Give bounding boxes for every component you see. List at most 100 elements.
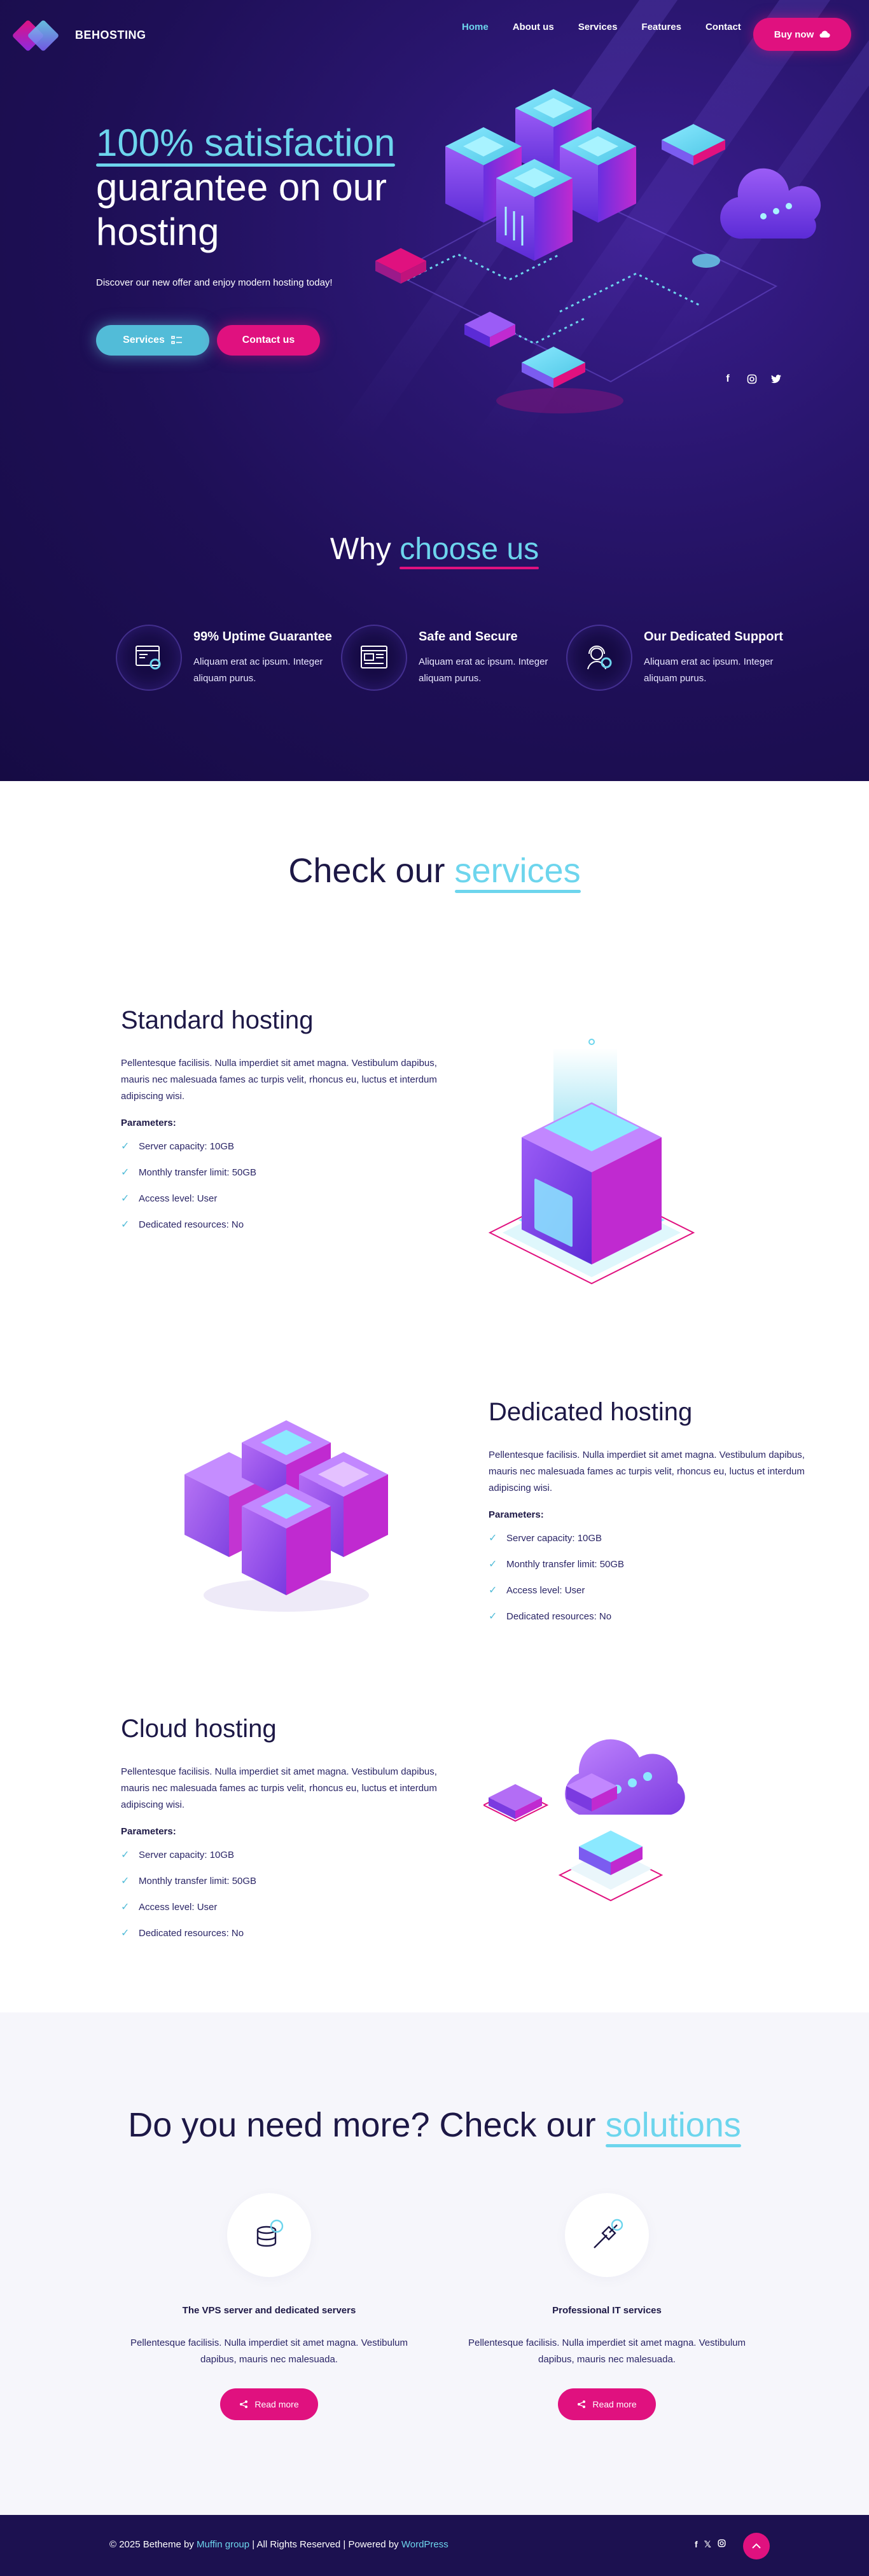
check-icon: ✓ bbox=[121, 1141, 130, 1152]
tools-icon bbox=[565, 2193, 649, 2277]
check-icon: ✓ bbox=[121, 1902, 130, 1913]
why-item-title: Safe and Secure bbox=[419, 630, 518, 644]
params-list: ✓Server capacity: 10GB ✓Monthly transfer… bbox=[489, 1532, 807, 1624]
nav-features[interactable]: Features bbox=[641, 22, 681, 32]
param-text: Monthly transfer limit: 50GB bbox=[506, 1559, 625, 1570]
back-to-top-button[interactable] bbox=[743, 2533, 770, 2559]
services-button[interactable]: Services bbox=[96, 325, 209, 356]
hero-subtitle: Discover our new offer and enjoy modern … bbox=[96, 277, 333, 288]
hero-buttons: Services Contact us bbox=[96, 325, 452, 356]
copyright-text: © 2025 Betheme by Muffin group | All Rig… bbox=[109, 2539, 448, 2550]
why-item-title: 99% Uptime Guarantee bbox=[193, 630, 332, 644]
service-dedicated-hosting: Dedicated hosting Pellentesque facilisis… bbox=[489, 1398, 807, 1636]
why-item-support: Our Dedicated Support Aliquam erat ac ip… bbox=[567, 626, 793, 689]
hero-title-highlight: 100% satisfaction bbox=[96, 121, 396, 167]
read-more-label: Read more bbox=[592, 2399, 637, 2409]
solutions-title-plain: Do you need more? Check our bbox=[128, 2106, 596, 2144]
browser-gear-icon bbox=[117, 626, 181, 689]
params-label: Parameters: bbox=[489, 1509, 544, 1520]
browser-window-icon bbox=[342, 626, 406, 689]
chevron-up-icon bbox=[752, 2543, 761, 2549]
brand-name: BEHOSTING bbox=[75, 28, 146, 41]
param-text: Dedicated resources: No bbox=[139, 1928, 244, 1939]
buy-now-button[interactable]: Buy now bbox=[753, 18, 851, 51]
list-item: ✓Dedicated resources: No bbox=[489, 1610, 807, 1624]
why-title-plain: Why bbox=[330, 532, 391, 566]
standard-server-illustration bbox=[488, 1039, 695, 1285]
param-text: Dedicated resources: No bbox=[139, 1219, 244, 1230]
params-label: Parameters: bbox=[121, 1826, 176, 1837]
service-description: Pellentesque facilisis. Nulla imperdiet … bbox=[489, 1450, 805, 1493]
check-icon: ✓ bbox=[121, 1193, 130, 1204]
solution-text: Pellentesque facilisis. Nulla imperdiet … bbox=[468, 2337, 746, 2365]
list-item: ✓ Dedicated resources: No bbox=[121, 1927, 439, 1941]
site-logo[interactable]: BEHOSTING bbox=[11, 19, 146, 52]
solution-title: The VPS server and dedicated servers bbox=[182, 2305, 356, 2316]
check-icon: ✓ bbox=[121, 1219, 130, 1230]
params-list: ✓Server capacity: 10GB ✓Monthly transfer… bbox=[121, 1848, 439, 1941]
dedicated-server-illustration bbox=[184, 1420, 388, 1612]
param-text: Server capacity: 10GB bbox=[506, 1533, 602, 1544]
facebook-icon[interactable]: f bbox=[695, 2539, 698, 2549]
solution-text: Pellentesque facilisis. Nulla imperdiet … bbox=[130, 2337, 408, 2365]
x-twitter-icon[interactable]: 𝕏 bbox=[704, 2539, 711, 2549]
service-title: Dedicated hosting bbox=[489, 1398, 693, 1426]
services-title: Check our services bbox=[0, 851, 869, 893]
service-description: Pellentesque facilisis. Nulla imperdiet … bbox=[121, 1058, 437, 1102]
list-item: ✓ Access level: User bbox=[121, 1192, 439, 1206]
list-item: ✓Monthly transfer limit: 50GB bbox=[121, 1166, 439, 1180]
why-item-text: Aliquam erat ac ipsum. Integer aliquam p… bbox=[419, 656, 548, 684]
param-text: Dedicated resources: No bbox=[506, 1611, 612, 1622]
instagram-icon[interactable] bbox=[718, 2539, 726, 2550]
services-section: Check our services Standard hosting Pell… bbox=[0, 781, 869, 2012]
services-title-highlight: services bbox=[454, 852, 581, 893]
list-item: ✓Access level: User bbox=[121, 1901, 439, 1915]
check-icon: ✓ bbox=[121, 1928, 130, 1939]
read-more-button[interactable]: Read more bbox=[220, 2388, 318, 2420]
hero-section: BEHOSTING Home About us Services Feature… bbox=[0, 0, 869, 781]
hero-copy: 100% satisfaction guarantee on our hosti… bbox=[96, 121, 452, 356]
check-icon: ✓ bbox=[489, 1585, 497, 1596]
contact-us-label: Contact us bbox=[242, 335, 295, 345]
share-icon bbox=[578, 2400, 586, 2408]
hero-title: 100% satisfaction guarantee on our hosti… bbox=[96, 121, 452, 254]
nav-home[interactable]: Home bbox=[462, 22, 489, 32]
why-item-text: Aliquam erat ac ipsum. Integer aliquam p… bbox=[193, 656, 323, 684]
param-text: Access level: User bbox=[506, 1585, 585, 1596]
check-icon: ✓ bbox=[489, 1559, 497, 1570]
read-more-button[interactable]: Read more bbox=[558, 2388, 656, 2420]
solution-vps: The VPS server and dedicated servers Pel… bbox=[116, 2193, 422, 2420]
service-cloud-hosting: Cloud hosting Pellentesque facilisis. Nu… bbox=[121, 1715, 439, 1953]
solution-it-services: Professional IT services Pellentesque fa… bbox=[454, 2193, 760, 2420]
support-agent-icon bbox=[567, 626, 631, 689]
solutions-title-highlight: solutions bbox=[605, 2106, 741, 2147]
param-text: Server capacity: 10GB bbox=[139, 1141, 235, 1152]
why-item-secure: Safe and Secure Aliquam erat ac ipsum. I… bbox=[342, 626, 567, 689]
copyright-middle: | All Rights Reserved | Powered by bbox=[252, 2539, 399, 2550]
copyright-prefix: © 2025 Betheme by bbox=[109, 2539, 194, 2550]
param-text: Access level: User bbox=[139, 1193, 218, 1204]
list-item: ✓Server capacity: 10GB bbox=[121, 1848, 439, 1862]
nav-about-us[interactable]: About us bbox=[512, 22, 554, 32]
contact-us-button[interactable]: Contact us bbox=[217, 325, 320, 356]
hero-title-line2: guarantee on our bbox=[96, 166, 387, 209]
wordpress-link[interactable]: WordPress bbox=[401, 2539, 448, 2550]
facebook-icon[interactable]: f bbox=[726, 373, 730, 384]
twitter-icon[interactable] bbox=[770, 373, 782, 385]
hero-isometric-illustration bbox=[375, 89, 821, 413]
list-item: ✓Server capacity: 10GB bbox=[489, 1532, 807, 1546]
param-text: Monthly transfer limit: 50GB bbox=[139, 1167, 257, 1178]
param-text: Monthly transfer limit: 50GB bbox=[139, 1876, 257, 1887]
muffin-group-link[interactable]: Muffin group bbox=[196, 2539, 250, 2550]
nav-services[interactable]: Services bbox=[578, 22, 618, 32]
site-header: BEHOSTING Home About us Services Feature… bbox=[0, 0, 869, 70]
params-list: ✓Server capacity: 10GB ✓Monthly transfer… bbox=[121, 1140, 439, 1232]
param-text: Server capacity: 10GB bbox=[139, 1850, 235, 1860]
nav-contact[interactable]: Contact bbox=[705, 22, 741, 32]
why-choose-us-title: Why choose us bbox=[0, 532, 869, 569]
list-icon bbox=[171, 336, 182, 344]
why-item-uptime: 99% Uptime Guarantee Aliquam erat ac ips… bbox=[117, 626, 342, 689]
instagram-icon[interactable] bbox=[746, 373, 758, 385]
why-features: 99% Uptime Guarantee Aliquam erat ac ips… bbox=[117, 626, 793, 689]
site-footer: © 2025 Betheme by Muffin group | All Rig… bbox=[0, 2515, 869, 2576]
